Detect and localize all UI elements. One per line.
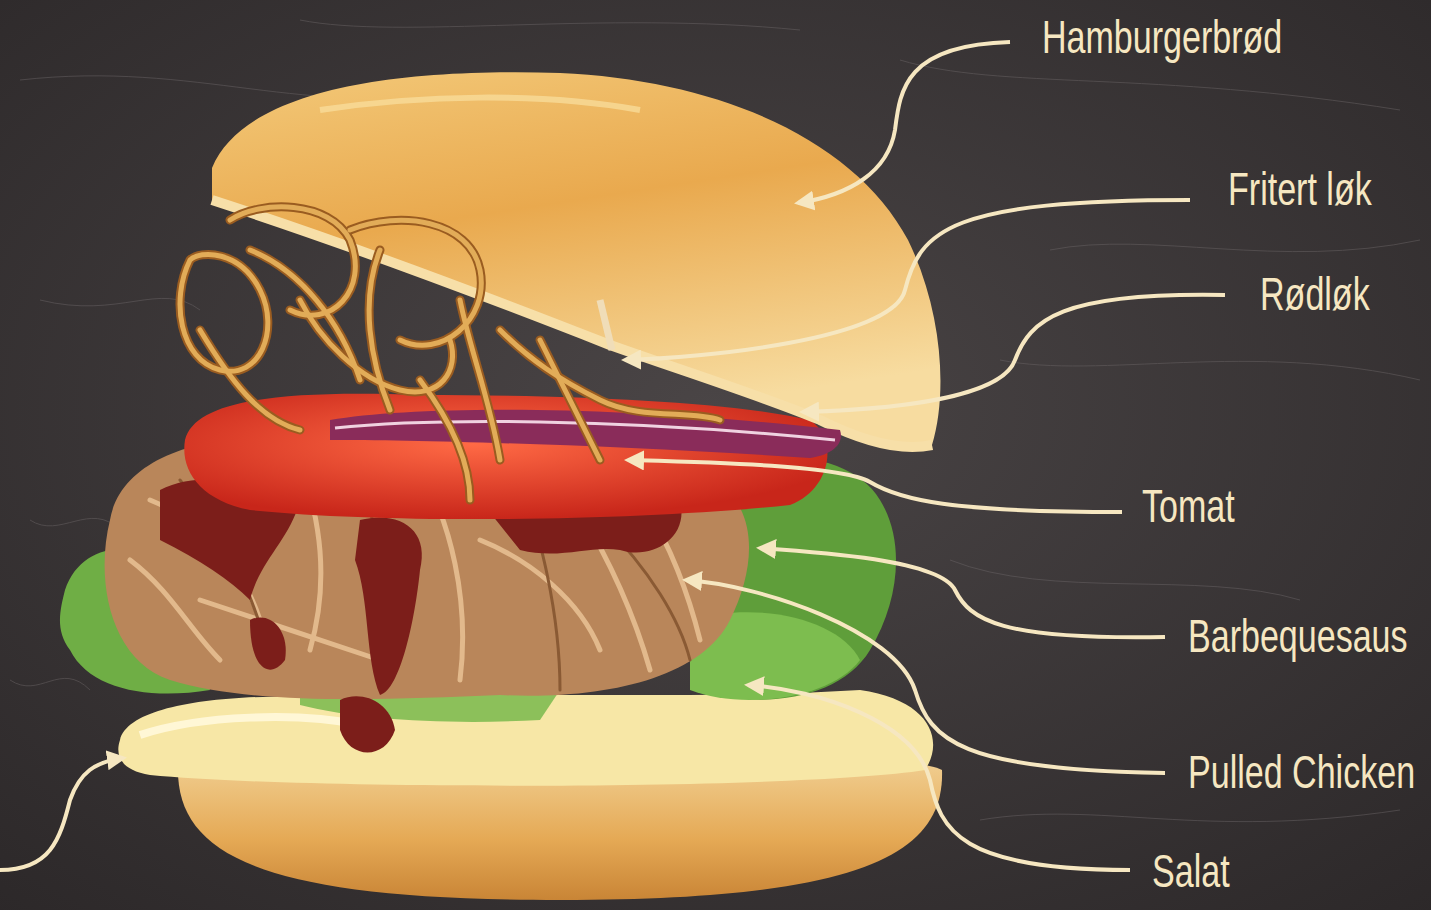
barbeque-sauce	[160, 479, 682, 752]
part-label: Salat	[1152, 848, 1230, 894]
part-label: Pulled Chicken	[1188, 749, 1415, 795]
leader-line	[803, 295, 1225, 412]
leader-line	[0, 758, 123, 870]
leader-line	[686, 580, 1165, 773]
part-label: Barbequesaus	[1188, 613, 1408, 659]
leader-line	[798, 42, 1010, 203]
leader-line	[748, 685, 1130, 870]
part-label: Tomat	[1142, 483, 1235, 529]
part-label: Fritert løk	[1228, 166, 1372, 212]
leader-line	[628, 460, 1122, 512]
leader-line	[760, 548, 1165, 637]
top-bun	[212, 72, 940, 447]
slate-texture	[10, 20, 1420, 822]
toothpick	[600, 300, 612, 350]
bun-shine	[320, 98, 640, 110]
fried-onions	[180, 207, 720, 500]
leader-line	[625, 200, 1190, 360]
mayo-shine	[140, 717, 360, 735]
part-label: Rødløk	[1260, 271, 1370, 317]
leader-lines	[0, 42, 1225, 870]
part-label: Hamburgerbrød	[1042, 14, 1282, 60]
